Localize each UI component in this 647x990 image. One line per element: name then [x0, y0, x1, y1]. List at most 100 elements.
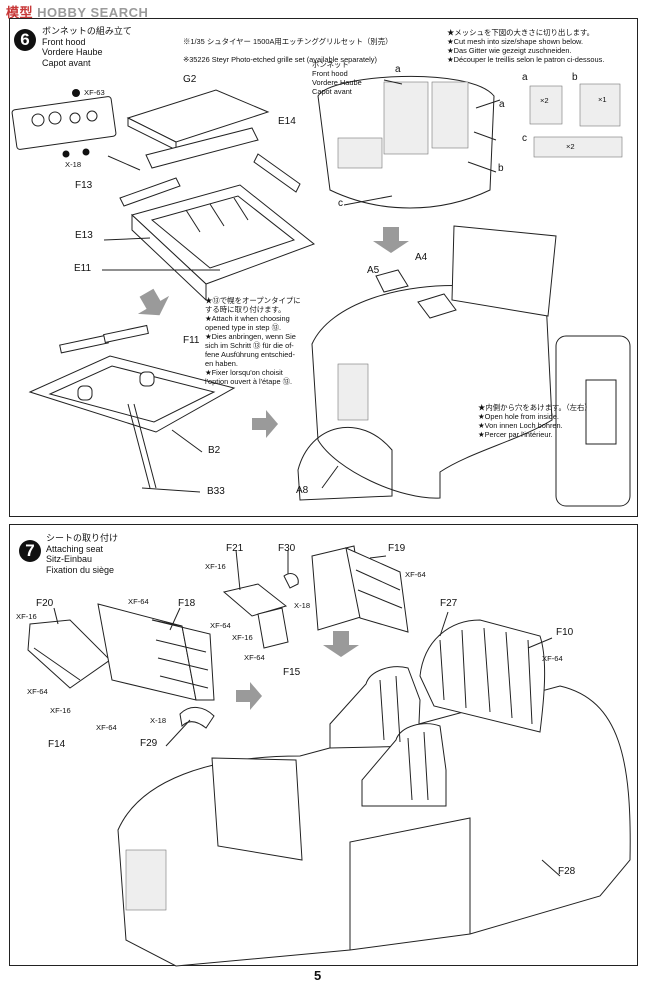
label-x18: X-18	[65, 160, 82, 169]
label-x18-b: X-18	[150, 716, 167, 725]
step6-title-fr: Capot avant	[42, 57, 91, 68]
label-f21: F21	[226, 543, 244, 554]
label-xf64-d: XF-64	[128, 597, 149, 606]
label-a4: A4	[415, 252, 428, 263]
bench-seat-f27	[419, 619, 546, 733]
label-f30: F30	[278, 543, 296, 554]
seat-f19	[311, 545, 409, 633]
car-body	[117, 685, 631, 967]
label-f11: F11	[183, 335, 200, 346]
arrow-4	[236, 682, 262, 710]
label-xf64-e: XF-64	[27, 687, 48, 696]
mesh-box-c-qty: ×2	[566, 142, 575, 151]
label-a8: A8	[296, 485, 309, 496]
step6-title-en: Front hood	[42, 36, 86, 47]
label-mesh-a1: a	[395, 64, 401, 75]
step6-panel	[9, 18, 638, 517]
label-b33: B33	[207, 486, 225, 497]
label-f28: F28	[558, 866, 576, 877]
seat-frame-f20	[27, 619, 111, 689]
label-a5: A5	[367, 265, 380, 276]
hood-label: ボンネット Front hood Vordere Haube Capot ava…	[312, 60, 362, 96]
label-mesh-c: c	[338, 198, 343, 209]
leader-lines-step6	[102, 79, 501, 493]
step7-title-jp: シートの取り付け	[46, 533, 119, 543]
label-e13: E13	[75, 230, 93, 241]
label-g2: G2	[183, 74, 197, 85]
label-mesh-a2: a	[499, 99, 505, 110]
part-f30	[283, 573, 299, 589]
watermark-part1: 模型	[6, 5, 34, 20]
arrow-1	[137, 288, 170, 316]
label-f29: F29	[140, 738, 158, 749]
mesh-box-a-qty: ×2	[540, 96, 549, 105]
arrow-2	[373, 227, 409, 253]
f13-rail	[119, 177, 181, 207]
hood-shell-detail	[317, 75, 495, 209]
label-f18: F18	[178, 598, 196, 609]
hole-note: ★内側から穴をあけます。（左右） ★Open hole from inside.…	[478, 403, 592, 439]
hood-frame	[131, 184, 316, 302]
step7-panel	[9, 524, 638, 966]
step7-title-en: Attaching seat	[46, 543, 104, 554]
seat-back-f18	[97, 603, 215, 701]
mesh-box-c-label: c	[522, 133, 527, 144]
label-xf64-f: XF-64	[96, 723, 117, 732]
dash-bar-part	[145, 127, 259, 169]
label-xf16-a: XF-16	[205, 562, 226, 571]
part-f29	[179, 707, 215, 729]
part-f15	[257, 607, 289, 649]
etch-note-en: ※35226 Steyr Photo-etched grille set (av…	[183, 55, 377, 64]
leader-lines-step7	[53, 549, 561, 877]
step7-title-de: Sitz-Einbau	[46, 554, 93, 564]
arrow-3	[252, 410, 278, 438]
dashboard-part	[11, 89, 117, 158]
label-mesh-b: b	[498, 163, 504, 174]
label-xf16-d: XF-16	[50, 706, 71, 715]
label-f19: F19	[388, 543, 406, 554]
label-e11: E11	[74, 263, 92, 274]
label-xf64-a: XF-64	[405, 570, 426, 579]
step7-number: 7	[19, 540, 41, 562]
open-type-note: ★⑬で幌をオープンタイプに する時に取り付けます。 ★Attach it whe…	[205, 296, 301, 386]
etch-note: ※1/35 シュタイヤー 1500A用エッチンググリルセット（別売） ※3522…	[183, 28, 392, 73]
label-f14: F14	[48, 739, 66, 750]
label-x18-a: X-18	[294, 601, 311, 610]
front-seats	[329, 666, 447, 807]
mesh-box-b-qty: ×1	[598, 95, 607, 104]
arrow-5	[323, 631, 359, 657]
mesh-box-a-label: a	[522, 72, 528, 83]
step7-title: シートの取り付け Attaching seat Sitz-Einbau Fixa…	[46, 533, 118, 575]
label-f10: F10	[556, 627, 574, 638]
label-xf63: XF-63	[84, 88, 105, 97]
step7-title-fr: Fixation du siège	[46, 564, 115, 575]
label-xf64-g: XF-64	[542, 654, 563, 663]
mesh-box-b-label: b	[572, 72, 578, 83]
label-f13: F13	[75, 180, 93, 191]
label-f27: F27	[440, 598, 458, 609]
label-xf16-b: XF-16	[232, 633, 253, 642]
label-b2: B2	[208, 445, 221, 456]
page-number: 5	[314, 968, 322, 983]
frame-f21	[222, 583, 288, 617]
watermark-part2: HOBBY SEARCH	[37, 5, 149, 20]
step6-number: 6	[14, 29, 36, 51]
label-xf16-c: XF-16	[16, 612, 37, 621]
label-f15: F15	[283, 667, 301, 678]
etch-note-jp: ※1/35 シュタイヤー 1500A用エッチンググリルセット（別売）	[183, 37, 393, 46]
step6-title-jp: ボンネットの組み立て	[42, 26, 132, 36]
label-xf64-c: XF-64	[244, 653, 265, 662]
step6-title: ボンネットの組み立て Front hood Vordere Haube Capo…	[42, 26, 132, 68]
side-panel-detail	[555, 335, 631, 507]
open-frame-assembly	[28, 324, 236, 489]
mesh-note: ★メッシュを下図の大きさに切り出します。 ★Cut mesh into size…	[447, 28, 605, 64]
label-xf64-b: XF-64	[210, 621, 231, 630]
g2-part	[126, 89, 270, 151]
label-e14: E14	[278, 116, 296, 127]
watermark: 模型 HOBBY SEARCH	[6, 2, 148, 21]
hood-main-assembly	[297, 225, 557, 501]
label-f20: F20	[36, 598, 54, 609]
mesh-templates	[529, 83, 623, 158]
